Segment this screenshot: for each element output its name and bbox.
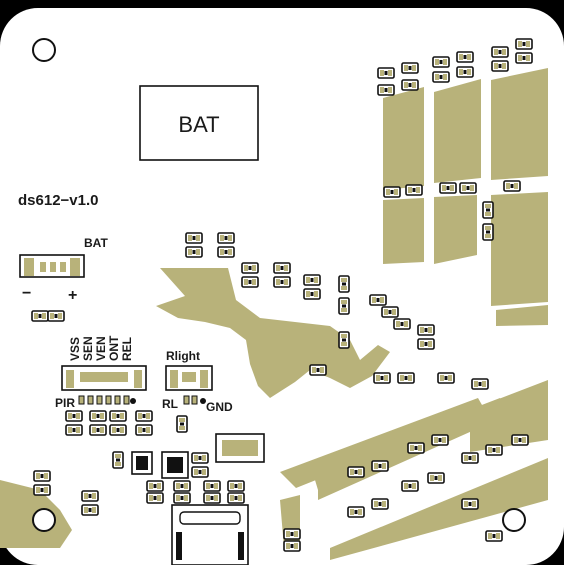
main-header-connector [61, 365, 147, 391]
mounting-hole-tl [32, 38, 56, 62]
rlight-pin1-dot [200, 398, 206, 404]
pin-label-ven: VEN [94, 336, 108, 361]
rlight-label: Rlight [166, 349, 200, 363]
gnd-label: GND [206, 400, 233, 414]
pin-label-rel: REL [120, 337, 134, 361]
pin-label-sen: SEN [81, 336, 95, 361]
mounting-hole-bl [32, 508, 56, 532]
battery-connector [19, 254, 85, 278]
bat-plus-label: + [68, 287, 77, 304]
ic-chip-2 [161, 451, 189, 479]
bat-box [139, 85, 259, 161]
usb-connector [171, 504, 249, 565]
pin-label-vss: VSS [68, 337, 82, 361]
switch-component [215, 433, 265, 463]
copper-pour [0, 68, 548, 560]
main-header-pins [78, 395, 130, 405]
ic-chip-1 [131, 451, 153, 475]
pin1-dot [130, 398, 136, 404]
bat-minus-label: − [22, 285, 31, 302]
rlight-connector [165, 365, 213, 391]
bat-connector-label: BAT [84, 236, 108, 250]
pir-label: PIR [55, 396, 75, 410]
board-title: ds612−v1.0 [18, 192, 99, 209]
rlight-pins [183, 395, 198, 405]
bat-box-label: BAT [178, 112, 219, 137]
pin-label-ont: ONT [107, 335, 121, 361]
mounting-hole-br [502, 508, 526, 532]
rl-label: RL [162, 397, 178, 411]
